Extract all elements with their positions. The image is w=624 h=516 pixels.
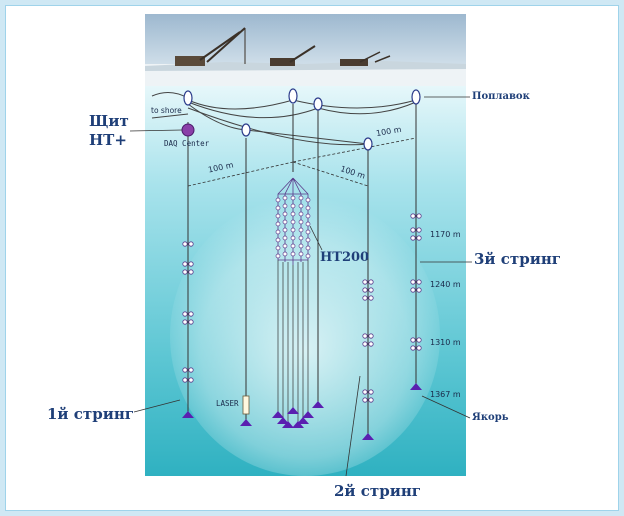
depth-label-1367: 1367 m xyxy=(430,390,461,399)
depth-label-1310: 1310 m xyxy=(430,338,461,347)
string1-label: 1й стринг xyxy=(47,405,134,423)
string2-label: 2й стринг xyxy=(334,482,421,500)
anchor-label: Якорь xyxy=(472,412,509,423)
depth-label-1170: 1170 m xyxy=(430,230,461,239)
depth-label-1240: 1240 m xyxy=(430,280,461,289)
shield-label: Щит xyxy=(89,112,129,130)
laser-label: LASER xyxy=(216,399,239,408)
daq-center-label: DAQ Center xyxy=(164,139,210,148)
slide-inner-border xyxy=(5,5,619,511)
to-shore-label: to shore xyxy=(151,106,182,115)
string3-label: 3й стринг xyxy=(474,250,561,268)
float-label: Поплавок xyxy=(472,91,530,102)
nt200-label: НТ200 xyxy=(320,250,370,265)
lake-ice-photo xyxy=(145,14,466,86)
shield-sub-label: НТ+ xyxy=(89,131,127,149)
